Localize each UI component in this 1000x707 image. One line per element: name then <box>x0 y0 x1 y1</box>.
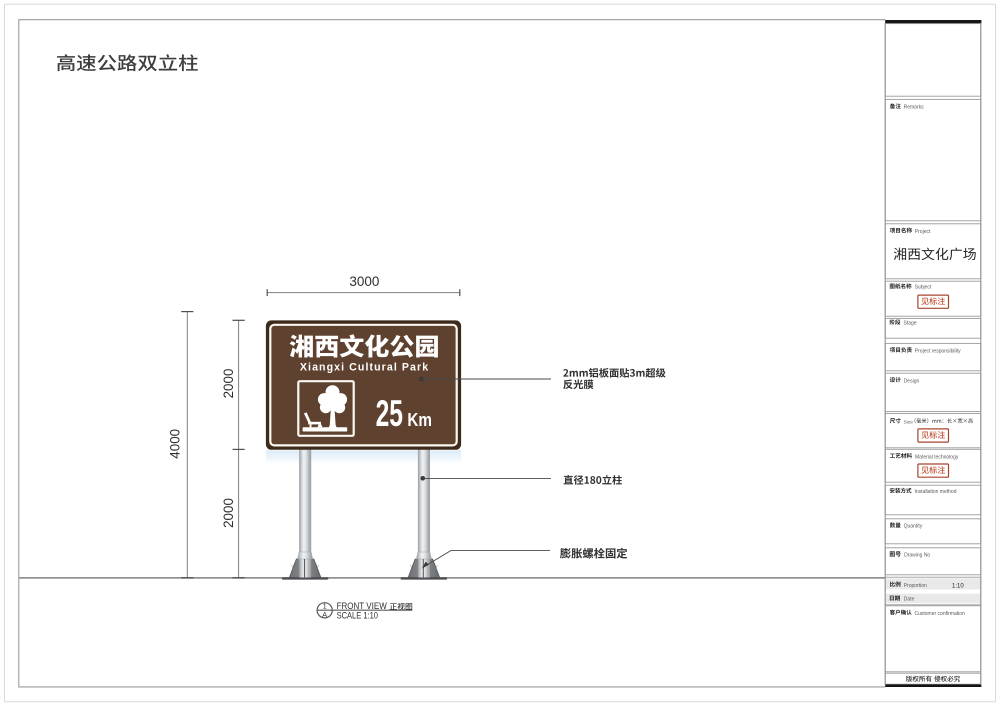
svg-text:A: A <box>322 610 327 619</box>
svg-text:2000: 2000 <box>221 369 236 399</box>
svg-text:Quantity: Quantity <box>904 524 923 530</box>
svg-text:4000: 4000 <box>168 429 183 459</box>
svg-text:1:10: 1:10 <box>952 584 964 590</box>
svg-text:FRONT VIEW: FRONT VIEW <box>337 601 387 611</box>
svg-text:25: 25 <box>376 393 403 434</box>
svg-text:Subject: Subject <box>915 285 932 291</box>
svg-text:Stage: Stage <box>904 321 917 327</box>
svg-text:Size: Size <box>904 419 914 425</box>
svg-text:Project: Project <box>915 229 931 235</box>
svg-text:3000: 3000 <box>349 273 379 289</box>
svg-text:Proportion: Proportion <box>904 583 927 589</box>
svg-text:Customer confirmation: Customer confirmation <box>915 611 966 617</box>
svg-text:Km: Km <box>407 409 432 430</box>
svg-text:Drawing No: Drawing No <box>904 553 930 559</box>
svg-text:Project responsibility: Project responsibility <box>915 349 961 355</box>
svg-text:Installation method: Installation method <box>915 489 957 495</box>
svg-text:1: 1 <box>323 602 327 611</box>
svg-text:Material technology: Material technology <box>915 454 959 460</box>
svg-text:Remarks: Remarks <box>904 105 925 111</box>
svg-text:Design: Design <box>904 378 920 384</box>
svg-text:Xiangxi Cultural Park: Xiangxi Cultural Park <box>300 361 428 373</box>
svg-text:SCALE 1:10: SCALE 1:10 <box>337 611 378 621</box>
svg-text:Date: Date <box>904 597 915 603</box>
svg-text:2000: 2000 <box>221 498 236 528</box>
